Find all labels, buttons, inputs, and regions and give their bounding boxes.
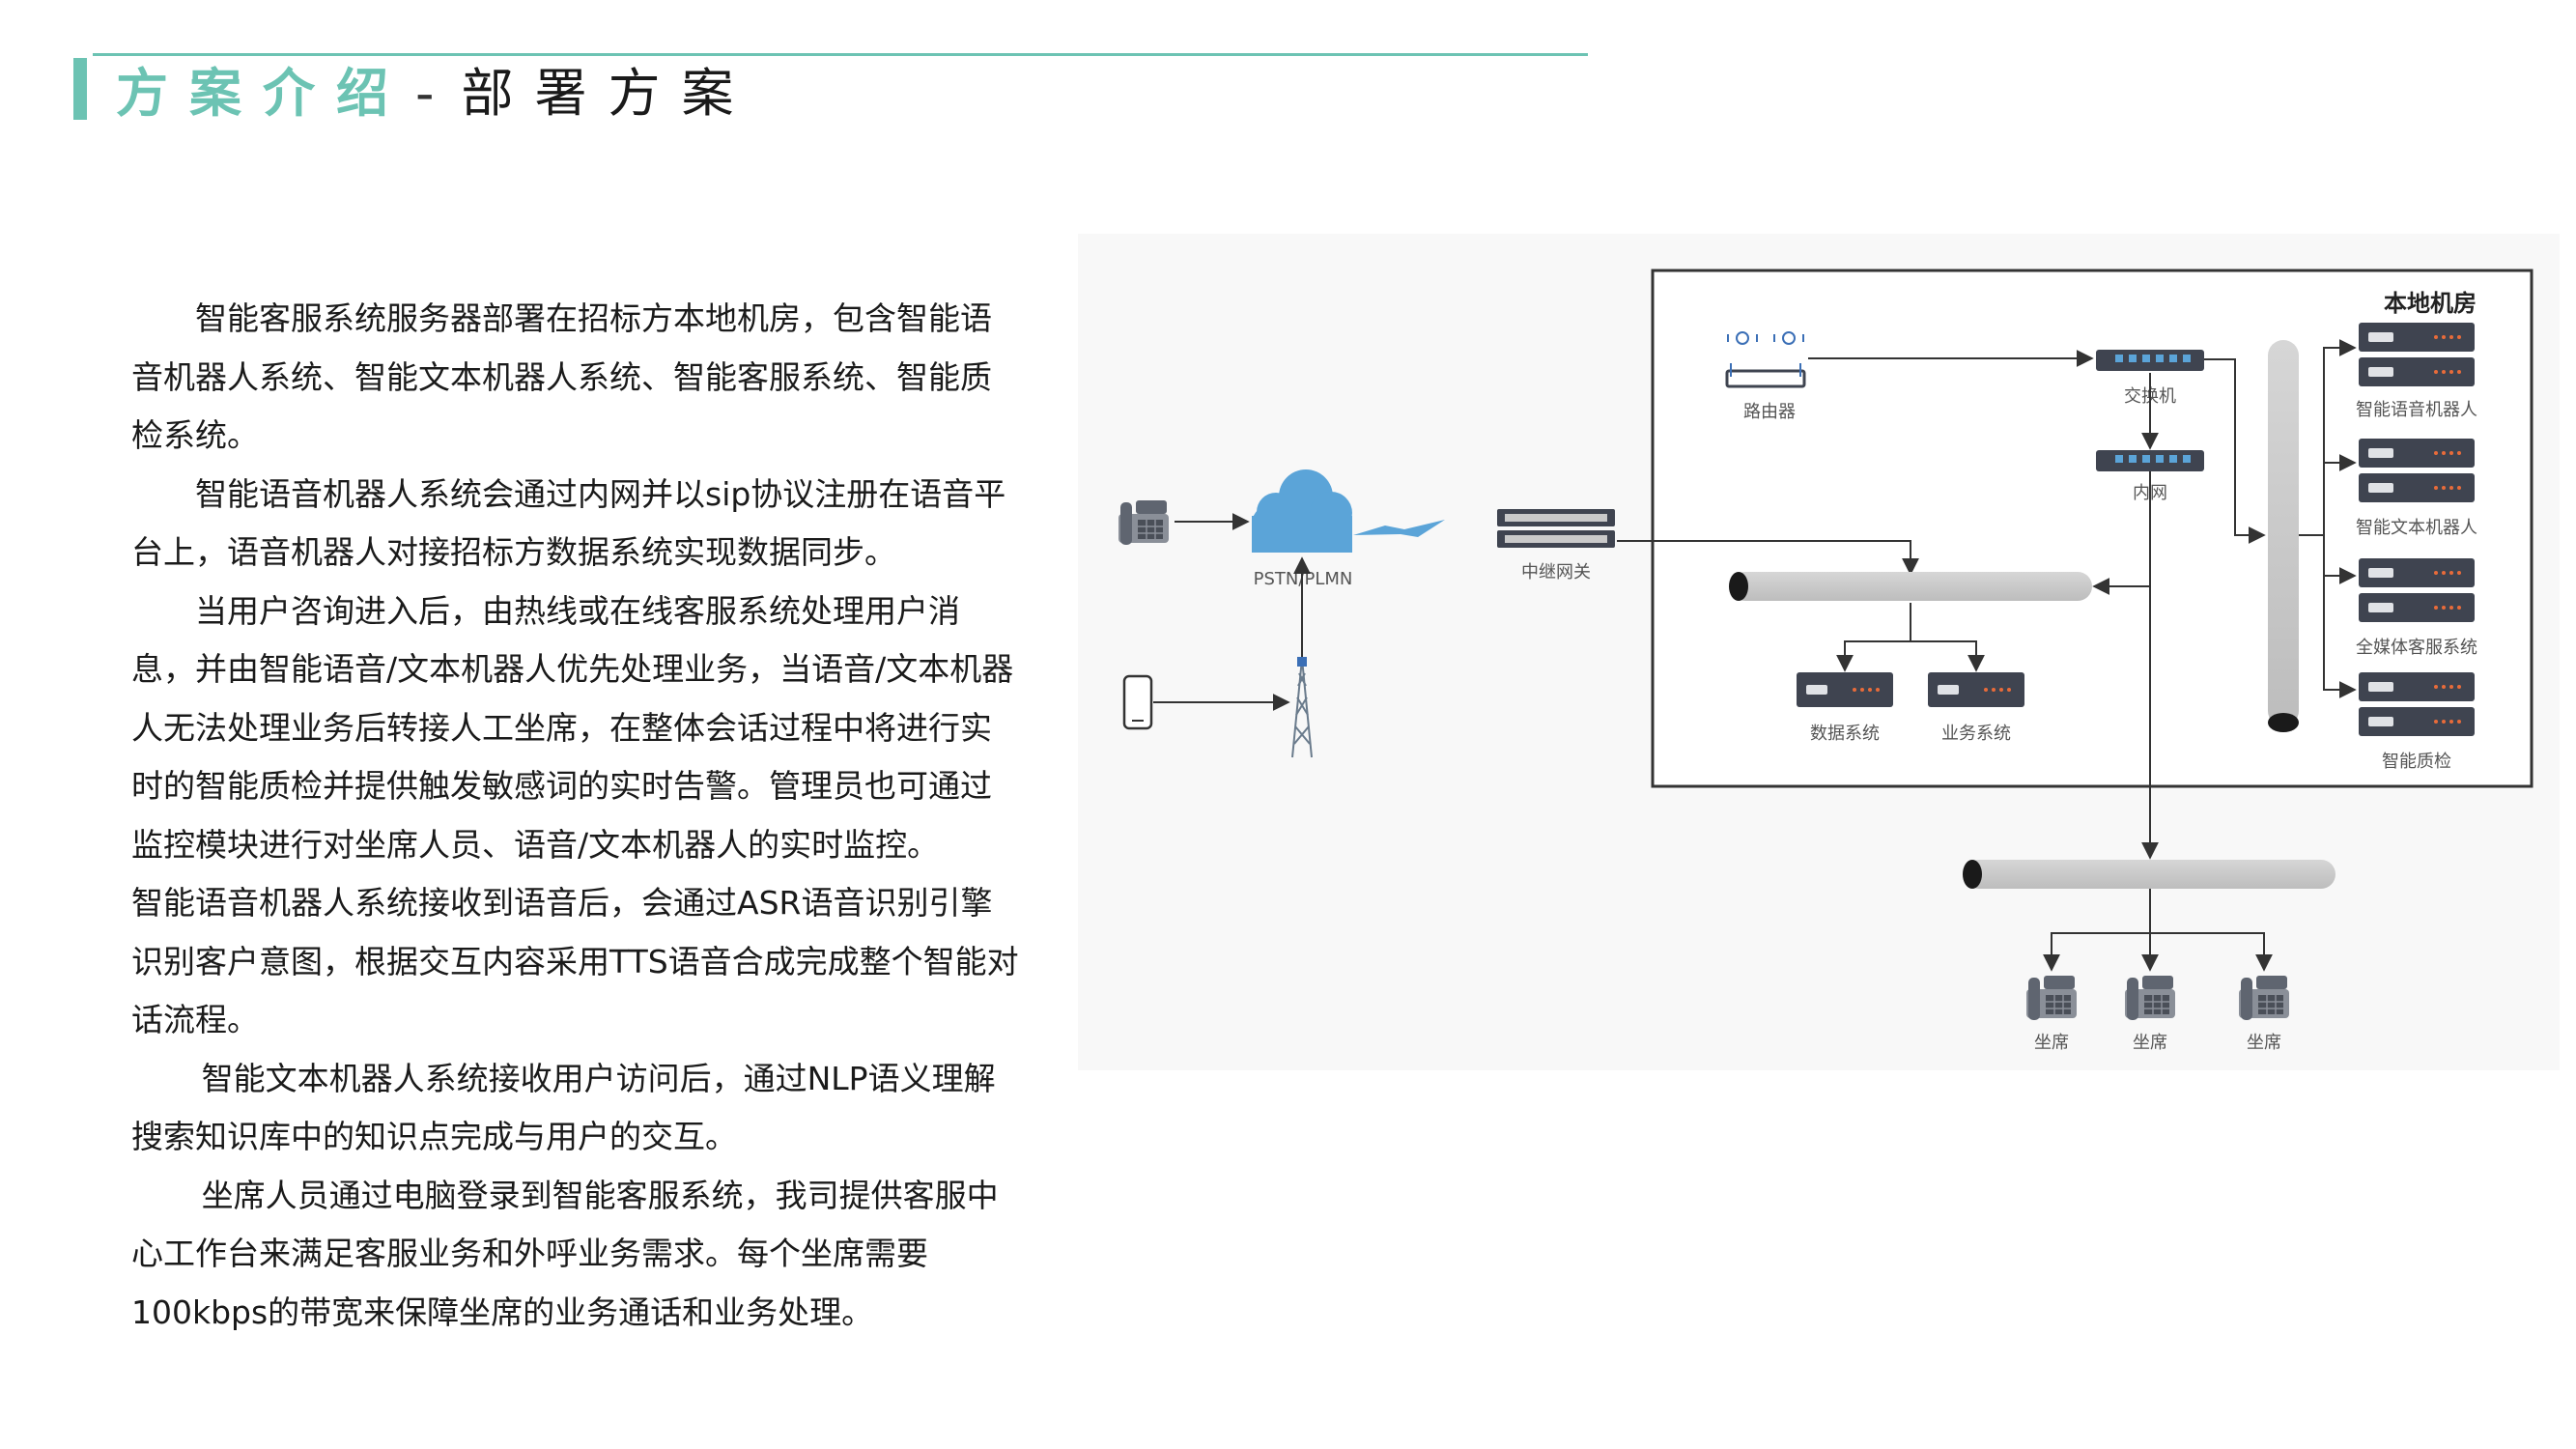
voice-robot-label: 智能语音机器人	[2356, 400, 2477, 420]
title-separator: -	[415, 63, 456, 124]
switch-icon	[2096, 350, 2204, 371]
seat-phone-icon	[2124, 975, 2176, 1021]
body-text: 智能客服系统服务器部署在招标方本地机房，包含智能语音机器人系统、智能文本机器人系…	[131, 290, 1020, 1342]
seat-label: 坐席	[2133, 1033, 2167, 1053]
paragraph-deployment: 智能客服系统服务器部署在招标方本地机房，包含智能语音机器人系统、智能文本机器人系…	[131, 299, 992, 454]
vertical-bus	[2268, 340, 2299, 732]
page-title: 方案介绍-部署方案	[116, 68, 755, 120]
cell-tower-icon	[1291, 657, 1313, 758]
trunk-gateway-icon	[1497, 509, 1615, 548]
internal-bus	[1729, 572, 2092, 601]
seat-phone-icon	[2238, 975, 2290, 1021]
desk-phone-icon	[1118, 499, 1170, 546]
seat-phone-icon	[2025, 975, 2078, 1021]
intranet-switch-icon	[2096, 450, 2204, 471]
paragraph-nlp: 智能文本机器人系统接收用户访问后，通过NLP语义理解搜索知识库中的知识点完成与用…	[131, 1059, 996, 1156]
paragraph-seats: 坐席人员通过电脑登录到智能客服系统，我司提供客服中心工作台来满足客服业务和外呼业…	[131, 1176, 999, 1331]
paragraph-flow: 当用户咨询进入后，由热线或在线客服系统处理用户消息，并由智能语音/文本机器人优先…	[131, 591, 1014, 864]
business-system-server-icon	[1928, 672, 2024, 707]
paragraph-sip: 智能语音机器人系统会通过内网并以sip协议注册在语音平台上，语音机器人对接招标方…	[131, 474, 1006, 572]
quality-check-label: 智能质检	[2382, 752, 2451, 772]
seat-label: 坐席	[2034, 1033, 2069, 1053]
business-system-label: 业务系统	[1941, 724, 2011, 744]
router-icon	[1725, 331, 1806, 388]
title-main-text: 部署方案	[461, 63, 755, 124]
data-system-server-icon	[1797, 672, 1893, 707]
router-label: 路由器	[1743, 402, 1796, 422]
paragraph-asr: 智能语音机器人系统接收到语音后，会通过ASR语音识别引擎识别客户意图，根据交互内…	[131, 884, 1019, 1038]
omni-channel-label: 全媒体客服系统	[2356, 638, 2477, 658]
title-accent-text: 方案介绍	[116, 63, 410, 124]
deployment-diagram: 本地机房 PSTN/PLMN 中继网关	[1078, 234, 2560, 1070]
title-rule	[93, 53, 1588, 56]
local-room-label: 本地机房	[2384, 290, 2477, 317]
connection-bolt-icon	[1353, 520, 1445, 537]
title-accent-bar	[73, 58, 87, 120]
mobile-phone-icon	[1122, 674, 1153, 730]
text-robot-label: 智能文本机器人	[2356, 518, 2477, 538]
pstn-cloud-icon	[1252, 469, 1352, 553]
seat-label: 坐席	[2247, 1033, 2281, 1053]
data-system-label: 数据系统	[1810, 724, 1880, 744]
seat-bus	[1963, 860, 2335, 889]
trunk-gateway-label: 中继网关	[1521, 562, 1591, 582]
